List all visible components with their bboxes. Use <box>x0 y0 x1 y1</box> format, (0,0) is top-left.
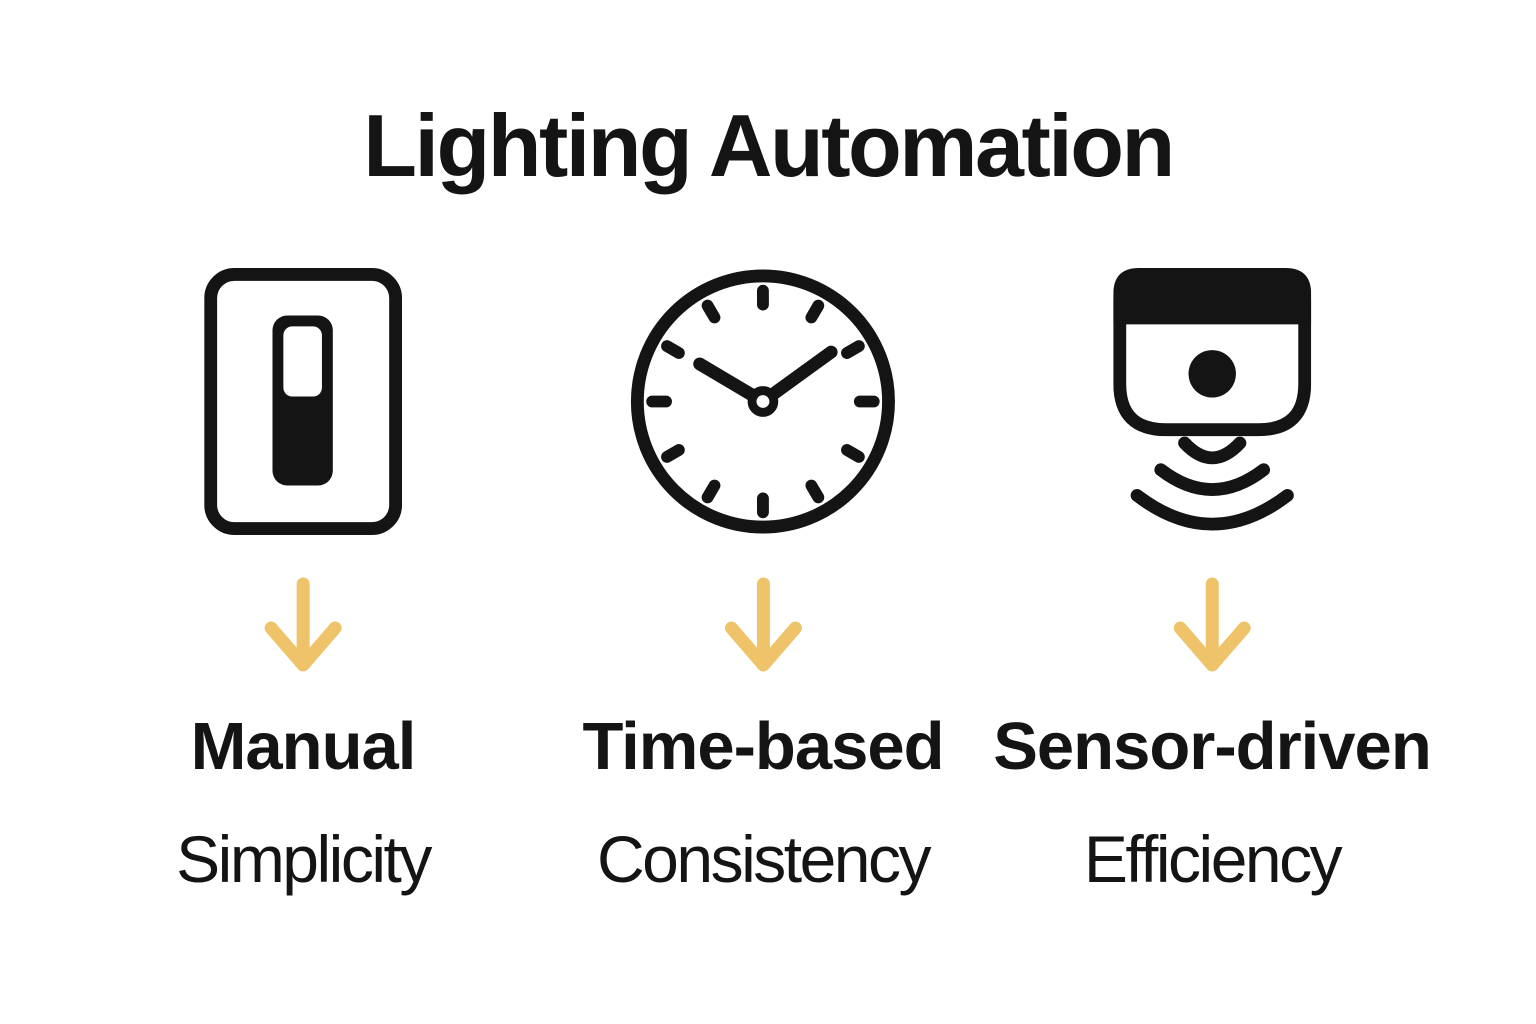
column-description: Simplicity <box>176 822 432 896</box>
motion-sensor-icon <box>1113 268 1311 535</box>
clock-icon <box>630 268 897 535</box>
column-label: Manual <box>190 709 417 784</box>
column-manual: Manual Simplicity <box>176 268 432 896</box>
down-arrow-icon <box>723 577 803 673</box>
column-description: Efficiency <box>1083 822 1343 896</box>
down-arrow-icon <box>263 577 343 673</box>
column-time-based: Time-based Consistency <box>582 268 945 896</box>
column-label: Time-based <box>582 709 944 784</box>
column-sensor-driven: Sensor-driven Efficiency <box>993 268 1432 896</box>
page-title: Lighting Automation <box>363 96 1175 195</box>
column-label: Sensor-driven <box>993 709 1432 784</box>
column-description: Consistency <box>597 822 932 896</box>
light-switch-icon <box>204 268 402 535</box>
down-arrow-icon <box>1172 577 1252 673</box>
